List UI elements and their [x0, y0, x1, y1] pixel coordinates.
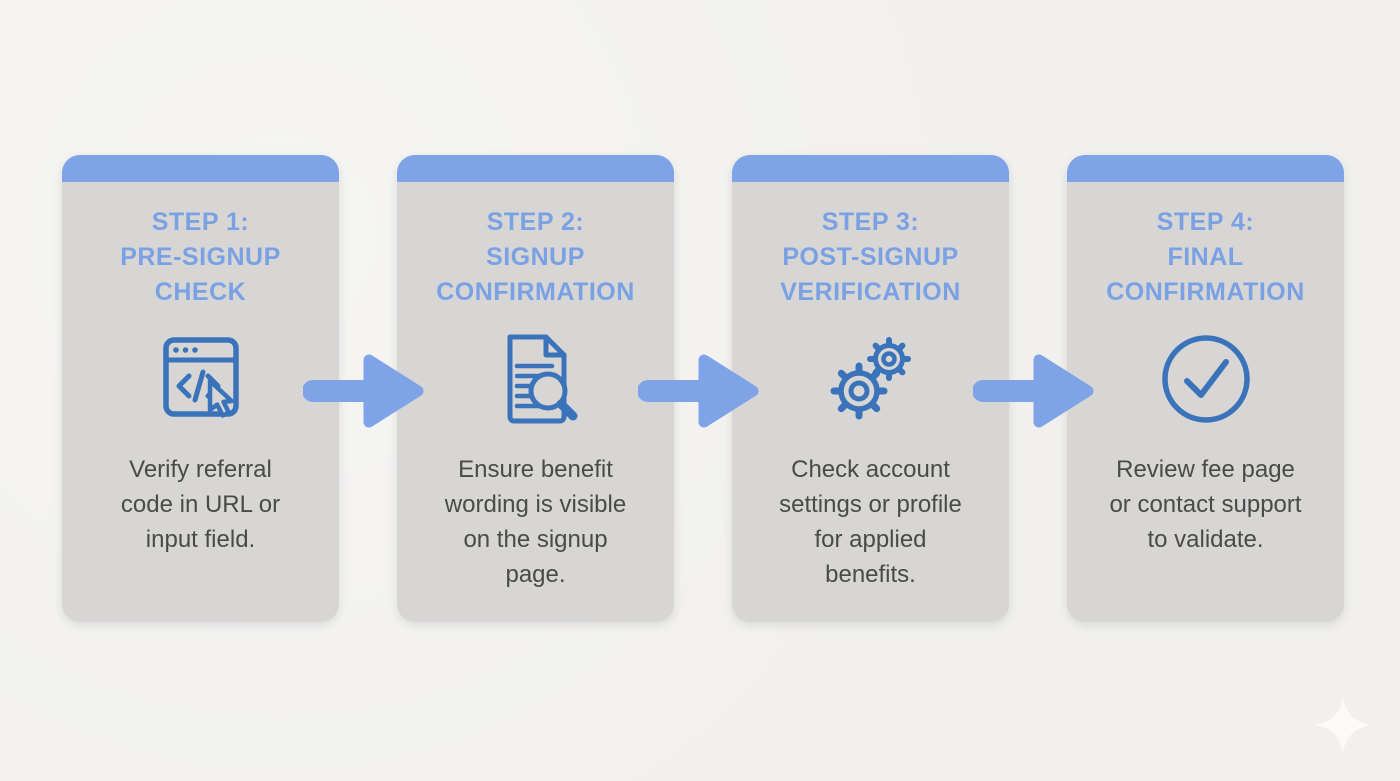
card-header-bar	[1067, 155, 1344, 182]
step-title-line: STEP 4:	[1156, 208, 1255, 236]
step-card-4: STEP 4: FINAL CONFIRMATION Review fee pa…	[1067, 155, 1344, 622]
step-title-line: POST-SIGNUP	[782, 243, 959, 271]
step-title-line: CONFIRMATION	[1106, 278, 1305, 306]
step-description-line: input field.	[145, 526, 256, 553]
sparkle-watermark-icon	[1314, 696, 1372, 754]
step-description-line: Ensure benefit	[458, 456, 613, 483]
step-title-line: STEP 3:	[821, 208, 920, 236]
card-header-bar	[62, 155, 339, 182]
step-description-line: page.	[505, 561, 566, 588]
step-description-line: or contact support	[1109, 491, 1302, 518]
step-title-line: PRE-SIGNUP	[120, 243, 281, 271]
step-description: Ensure benefit wording is visible on the…	[397, 452, 674, 592]
step-title: STEP 1: PRE-SIGNUP CHECK	[62, 205, 339, 310]
gears-icon	[732, 328, 1009, 430]
step-title-line: SIGNUP	[486, 243, 585, 271]
step-description-line: Verify referral	[129, 456, 272, 483]
check-circle-icon	[1067, 328, 1344, 430]
step-title: STEP 2: SIGNUP CONFIRMATION	[397, 205, 674, 310]
document-magnifier-icon	[397, 328, 674, 430]
step-description-line: settings or profile	[779, 491, 962, 518]
step-title-line: VERIFICATION	[780, 278, 961, 306]
step-card-3: STEP 3: POST-SIGNUP VERIFICATION	[732, 155, 1009, 622]
step-description: Review fee page or contact support to va…	[1067, 452, 1344, 557]
step-title-line: CONFIRMATION	[436, 278, 635, 306]
step-description-line: on the signup	[463, 526, 608, 553]
step-card-2: STEP 2: SIGNUP CONFIRMATION Ensure benef…	[397, 155, 674, 622]
step-title-line: CHECK	[154, 278, 247, 306]
step-description-line: Review fee page	[1116, 456, 1295, 483]
browser-code-cursor-icon	[62, 328, 339, 430]
card-header-bar	[732, 155, 1009, 182]
step-description-line: benefits.	[825, 561, 916, 588]
step-title: STEP 3: POST-SIGNUP VERIFICATION	[732, 205, 1009, 310]
step-description-line: wording is visible	[444, 491, 627, 518]
step-card-1: STEP 1: PRE-SIGNUP CHECK Verify referral…	[62, 155, 339, 622]
flow-arrow-icon	[638, 354, 759, 428]
step-description-line: Check account	[791, 456, 950, 483]
card-header-bar	[397, 155, 674, 182]
step-title-line: FINAL	[1167, 243, 1244, 271]
step-description: Verify referral code in URL or input fie…	[62, 452, 339, 557]
step-description-line: for applied	[814, 526, 927, 553]
step-description-line: to validate.	[1147, 526, 1264, 553]
flow-arrow-icon	[973, 354, 1094, 428]
step-description: Check account settings or profile for ap…	[732, 452, 1009, 592]
step-description-line: code in URL or	[120, 491, 281, 518]
step-title: STEP 4: FINAL CONFIRMATION	[1067, 205, 1344, 310]
step-title-line: STEP 2:	[486, 208, 585, 236]
step-title-line: STEP 1:	[151, 208, 250, 236]
flow-arrow-icon	[303, 354, 424, 428]
